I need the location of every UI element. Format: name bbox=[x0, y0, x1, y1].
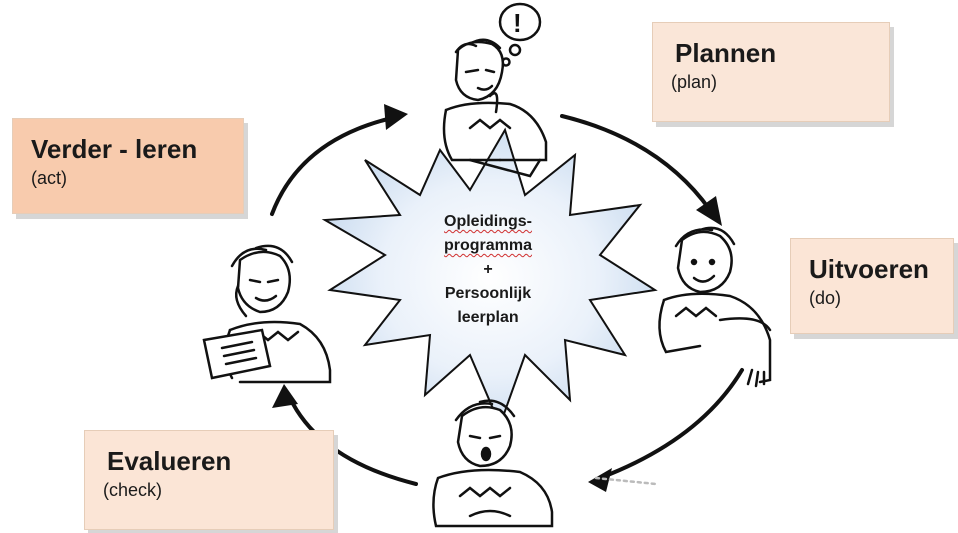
center-starburst bbox=[321, 127, 658, 428]
center-line-4: Persoonlijk bbox=[444, 285, 532, 302]
arrowhead-do bbox=[696, 196, 722, 226]
arrow-act-to-plan bbox=[270, 116, 394, 216]
step-act-box: Verder - leren (act) bbox=[12, 118, 244, 214]
step-plan-title: Plannen bbox=[675, 38, 777, 68]
arrow-plan-to-do bbox=[560, 114, 712, 212]
thought-bubble-icon bbox=[498, 2, 542, 42]
step-act-title: Verder - leren bbox=[31, 134, 198, 164]
step-check-title: Evalueren bbox=[107, 446, 232, 476]
arrow-check-to-act bbox=[288, 396, 418, 486]
step-check-subtitle: (check) bbox=[103, 480, 163, 500]
center-line-5: leerplan bbox=[457, 309, 519, 326]
step-do-box: Uitvoeren (do) bbox=[790, 238, 954, 334]
center-label: Opleidings- programma + Persoonlijk leer… bbox=[408, 210, 568, 330]
center-line-3: + bbox=[483, 261, 493, 278]
figure-thinking-top: ! bbox=[442, 2, 548, 178]
step-do-title: Uitvoeren bbox=[809, 254, 929, 284]
step-check-box: Evalueren (check) bbox=[84, 430, 334, 530]
step-act-subtitle: (act) bbox=[31, 168, 67, 188]
arrowhead-check bbox=[588, 468, 612, 492]
step-do-subtitle: (do) bbox=[809, 288, 842, 308]
step-plan-box: Plannen (plan) bbox=[652, 22, 890, 122]
arrow-do-to-check bbox=[598, 368, 744, 480]
thought-bubble-symbol: ! bbox=[513, 8, 522, 38]
center-line-2: programma bbox=[443, 237, 533, 254]
figure-working-right bbox=[658, 226, 772, 388]
figure-reflecting-bottom bbox=[432, 399, 658, 528]
cycle-arrows bbox=[270, 114, 744, 486]
arrow-heads bbox=[272, 104, 722, 492]
arrowhead-act bbox=[272, 384, 298, 408]
center-line-1: Opleidings- bbox=[444, 213, 532, 230]
step-plan-subtitle: (plan) bbox=[671, 72, 718, 92]
arrowhead-plan bbox=[384, 104, 408, 130]
figure-reading-left bbox=[202, 244, 332, 384]
